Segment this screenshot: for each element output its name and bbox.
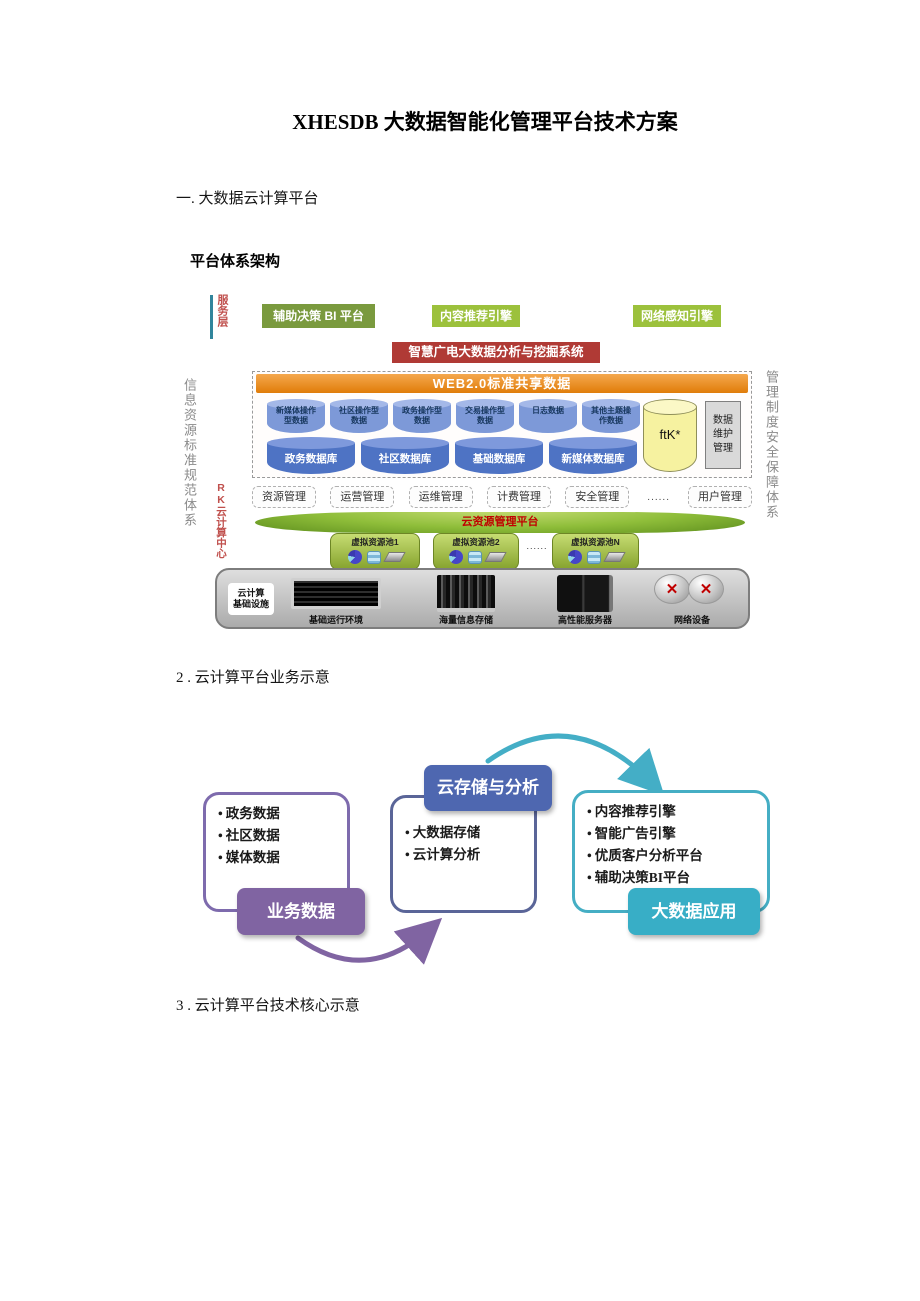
server-rack-image — [291, 578, 381, 609]
architecture-diagram: 服务层 信息资源标准规范体系 管理制度安全保障体系 RK云计算中心 辅助决策 B… — [180, 290, 795, 642]
cloud-storage-list: 大数据存储 云计算分析 — [393, 798, 534, 866]
cylinder-community-db: 社区数据库 — [361, 437, 449, 474]
engine-content-recommendation: 内容推荐引擎 — [432, 305, 520, 327]
list-item: 媒体数据 — [218, 847, 343, 869]
router-icon — [654, 574, 690, 604]
pie-chart-icon — [568, 550, 582, 564]
virtual-resource-pool-n: 虚拟资源池N — [552, 533, 639, 570]
management-security-label: 管理制度安全保障体系 — [764, 370, 779, 520]
business-data-label: 业务数据 — [237, 888, 365, 935]
cloud-storage-label: 云存储与分析 — [424, 765, 552, 811]
service-layer-label: 服务层 — [216, 294, 228, 327]
storage-array-image — [437, 575, 495, 612]
maintenance-management-box: 运维管理 — [408, 486, 473, 508]
purple-arc-arrow — [295, 917, 443, 965]
mining-system-bar: 智慧广电大数据分析与挖掘系统 — [392, 342, 600, 363]
shared-data-zone: WEB2.0标准共享数据 新媒体操作型数据 社区操作型数据 政务操作型数据 交易… — [252, 371, 752, 478]
cylinder-transaction-operational: 交易操作型数据 — [456, 399, 514, 433]
pie-chart-icon — [347, 550, 362, 564]
cylinder-metadata: ftK* — [643, 399, 697, 472]
database-stack-icon — [467, 550, 482, 564]
web20-shared-data-bar: WEB2.0标准共享数据 — [256, 374, 748, 393]
engine-network-awareness: 网络感知引擎 — [633, 305, 721, 327]
list-item: 智能广告引擎 — [587, 823, 763, 845]
virtual-resource-pool-2: 虚拟资源池2 — [433, 533, 519, 570]
cloud-datacenter-label: RK云计算中心 — [215, 482, 227, 559]
pie-chart-icon — [448, 550, 463, 564]
infra-caption-server: 高性能服务器 — [557, 615, 612, 625]
server-tower-image — [557, 575, 613, 612]
list-item: 大数据存储 — [405, 822, 530, 844]
data-maintenance-box: 数据维护管理 — [705, 401, 741, 469]
section-1-heading: 一. 大数据云计算平台 — [176, 191, 319, 207]
cylinder-new-media-operational: 新媒体操作型数据 — [267, 399, 325, 433]
cylinder-log-data: 日志数据 — [519, 399, 577, 433]
management-row: 资源管理 运营管理 运维管理 计费管理 安全管理 ...... 用户管理 — [252, 485, 752, 509]
flow-arrows — [295, 733, 665, 965]
cylinder-government-operational: 政务操作型数据 — [393, 399, 451, 433]
server-icon — [483, 552, 507, 562]
server-icon — [603, 552, 626, 562]
billing-management-box: 计费管理 — [486, 486, 551, 508]
section-2-heading: 2 . 云计算平台业务示意 — [176, 670, 330, 686]
page-title: XHESDB 大数据智能化管理平台技术方案 — [292, 110, 678, 134]
cloud-infrastructure-label: 云计算基础设施 — [228, 583, 274, 615]
cylinder-community-operational: 社区操作型数据 — [330, 399, 388, 433]
list-item: 优质客户分析平台 — [587, 845, 763, 867]
cloud-storage-box: 大数据存储 云计算分析 — [390, 795, 537, 913]
cylinder-basic-db: 基础数据库 — [455, 437, 543, 474]
list-item: 辅助决策BI平台 — [587, 867, 763, 889]
resource-management-box: 资源管理 — [252, 486, 316, 508]
teal-arc-arrow — [485, 733, 665, 796]
management-ellipsis: ...... — [647, 491, 670, 503]
operation-management-box: 运营管理 — [330, 486, 395, 508]
business-data-list: 政务数据 社区数据 媒体数据 — [206, 795, 347, 869]
database-stack-icon — [587, 550, 601, 564]
router-icons — [654, 574, 730, 608]
cylinder-new-media-db: 新媒体数据库 — [549, 437, 637, 474]
cylinder-government-db: 政务数据库 — [267, 437, 355, 474]
pool-ellipsis: ...... — [526, 541, 548, 551]
virtual-resource-pool-1: 虚拟资源池1 — [330, 533, 420, 570]
architecture-heading: 平台体系架构 — [190, 253, 281, 270]
infra-caption-runtime: 基础运行环境 — [308, 615, 363, 625]
service-layer-line — [210, 295, 213, 339]
server-icon — [382, 552, 406, 562]
cylinder-other-topics: 其他主题操作数据 — [582, 399, 640, 433]
section-3-heading: 3 . 云计算平台技术核心示意 — [176, 998, 360, 1014]
cloud-resource-platform-band: 云资源管理平台 — [255, 512, 745, 533]
infra-caption-network: 网络设备 — [673, 615, 710, 625]
infra-caption-storage: 海量信息存储 — [438, 615, 493, 625]
info-resource-standard-label: 信息资源标准规范体系 — [182, 378, 197, 528]
database-cylinders: 政务数据库 社区数据库 基础数据库 新媒体数据库 — [267, 437, 639, 474]
list-item: 内容推荐引擎 — [587, 801, 763, 823]
business-flow-diagram: 政务数据 社区数据 媒体数据 业务数据 大数据存储 云计算分析 云存储与分析 内… — [190, 695, 790, 995]
database-stack-icon — [366, 550, 381, 564]
big-data-apps-list: 内容推荐引擎 智能广告引擎 优质客户分析平台 辅助决策BI平台 — [575, 793, 767, 889]
list-item: 云计算分析 — [405, 844, 530, 866]
list-item: 社区数据 — [218, 825, 343, 847]
list-item: 政务数据 — [218, 803, 343, 825]
operational-data-cylinders: 新媒体操作型数据 社区操作型数据 政务操作型数据 交易操作型数据 日志数据 其他… — [267, 399, 640, 433]
router-icon — [688, 574, 724, 604]
user-management-box: 用户管理 — [687, 486, 752, 508]
security-management-box: 安全管理 — [565, 486, 630, 508]
big-data-apps-label: 大数据应用 — [628, 888, 760, 935]
engine-bi-platform: 辅助决策 BI 平台 — [262, 304, 375, 328]
